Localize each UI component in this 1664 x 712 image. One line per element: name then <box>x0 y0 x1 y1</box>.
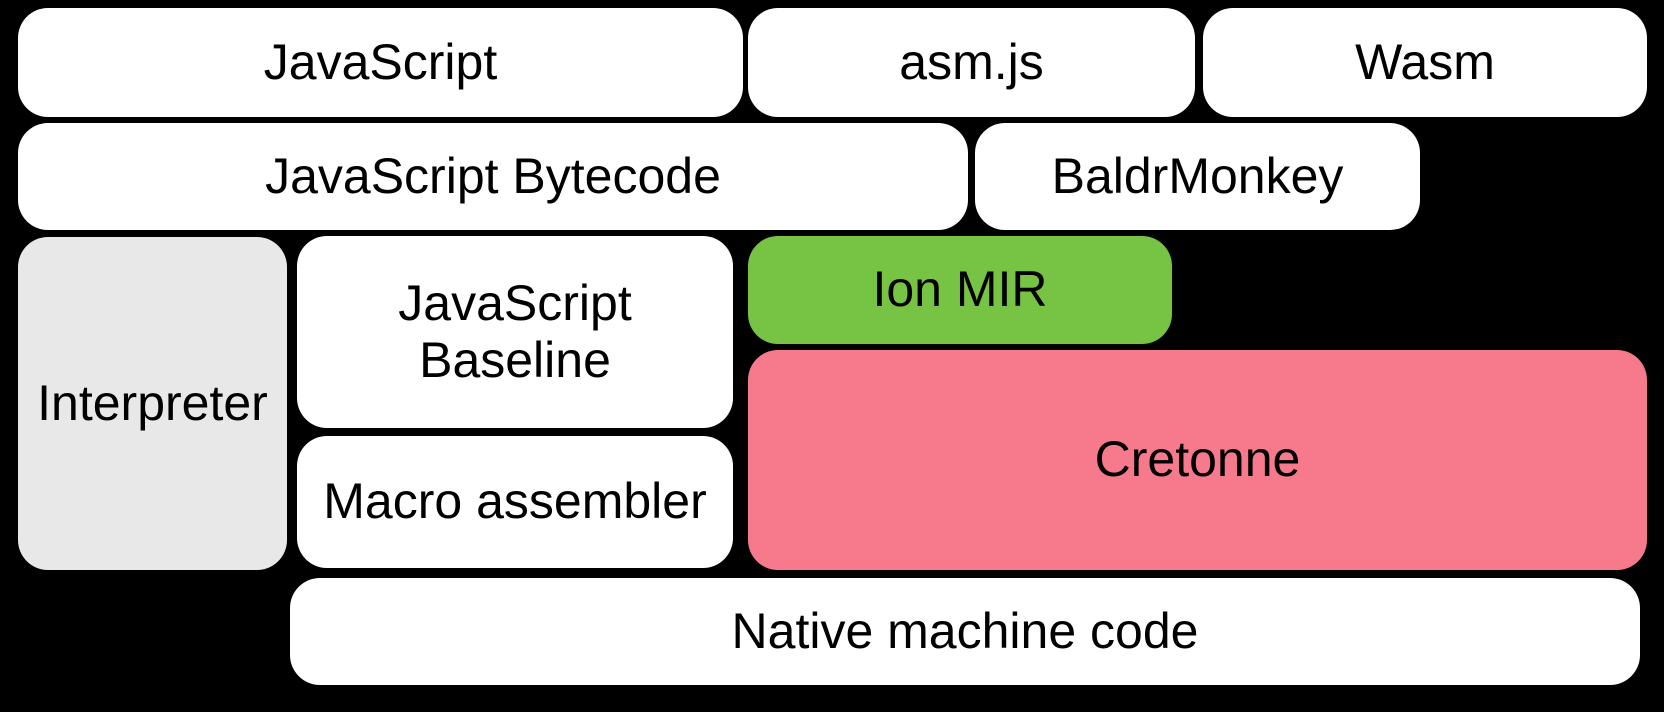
box-label: JavaScript <box>263 33 498 90</box>
box-label: Wasm <box>1355 33 1495 90</box>
box-label: JavaScript Bytecode <box>265 147 721 204</box>
box-baldrmonkey: BaldrMonkey <box>975 123 1420 230</box>
box-ion-mir: Ion MIR <box>748 236 1172 344</box>
box-macro-assembler: Macro assembler <box>297 436 733 568</box>
box-javascript: JavaScript <box>18 8 743 117</box>
box-label: Interpreter <box>37 374 268 431</box>
box-asm-js: asm.js <box>748 8 1195 117</box>
box-label: Macro assembler <box>323 473 707 530</box>
box-javascript-baseline: JavaScript Baseline <box>297 236 733 428</box>
box-cretonne: Cretonne <box>748 350 1647 570</box>
box-label: JavaScript Baseline <box>398 274 632 389</box>
box-label: Cretonne <box>1094 431 1301 488</box>
box-label: BaldrMonkey <box>1051 147 1344 204</box>
box-label: Native machine code <box>731 602 1199 659</box>
box-label: asm.js <box>899 33 1044 90</box>
box-interpreter: Interpreter <box>18 237 287 570</box>
box-wasm: Wasm <box>1203 8 1647 117</box>
box-native-machine-code: Native machine code <box>290 578 1640 685</box>
box-label: Ion MIR <box>872 261 1048 318</box>
box-javascript-bytecode: JavaScript Bytecode <box>18 123 968 230</box>
